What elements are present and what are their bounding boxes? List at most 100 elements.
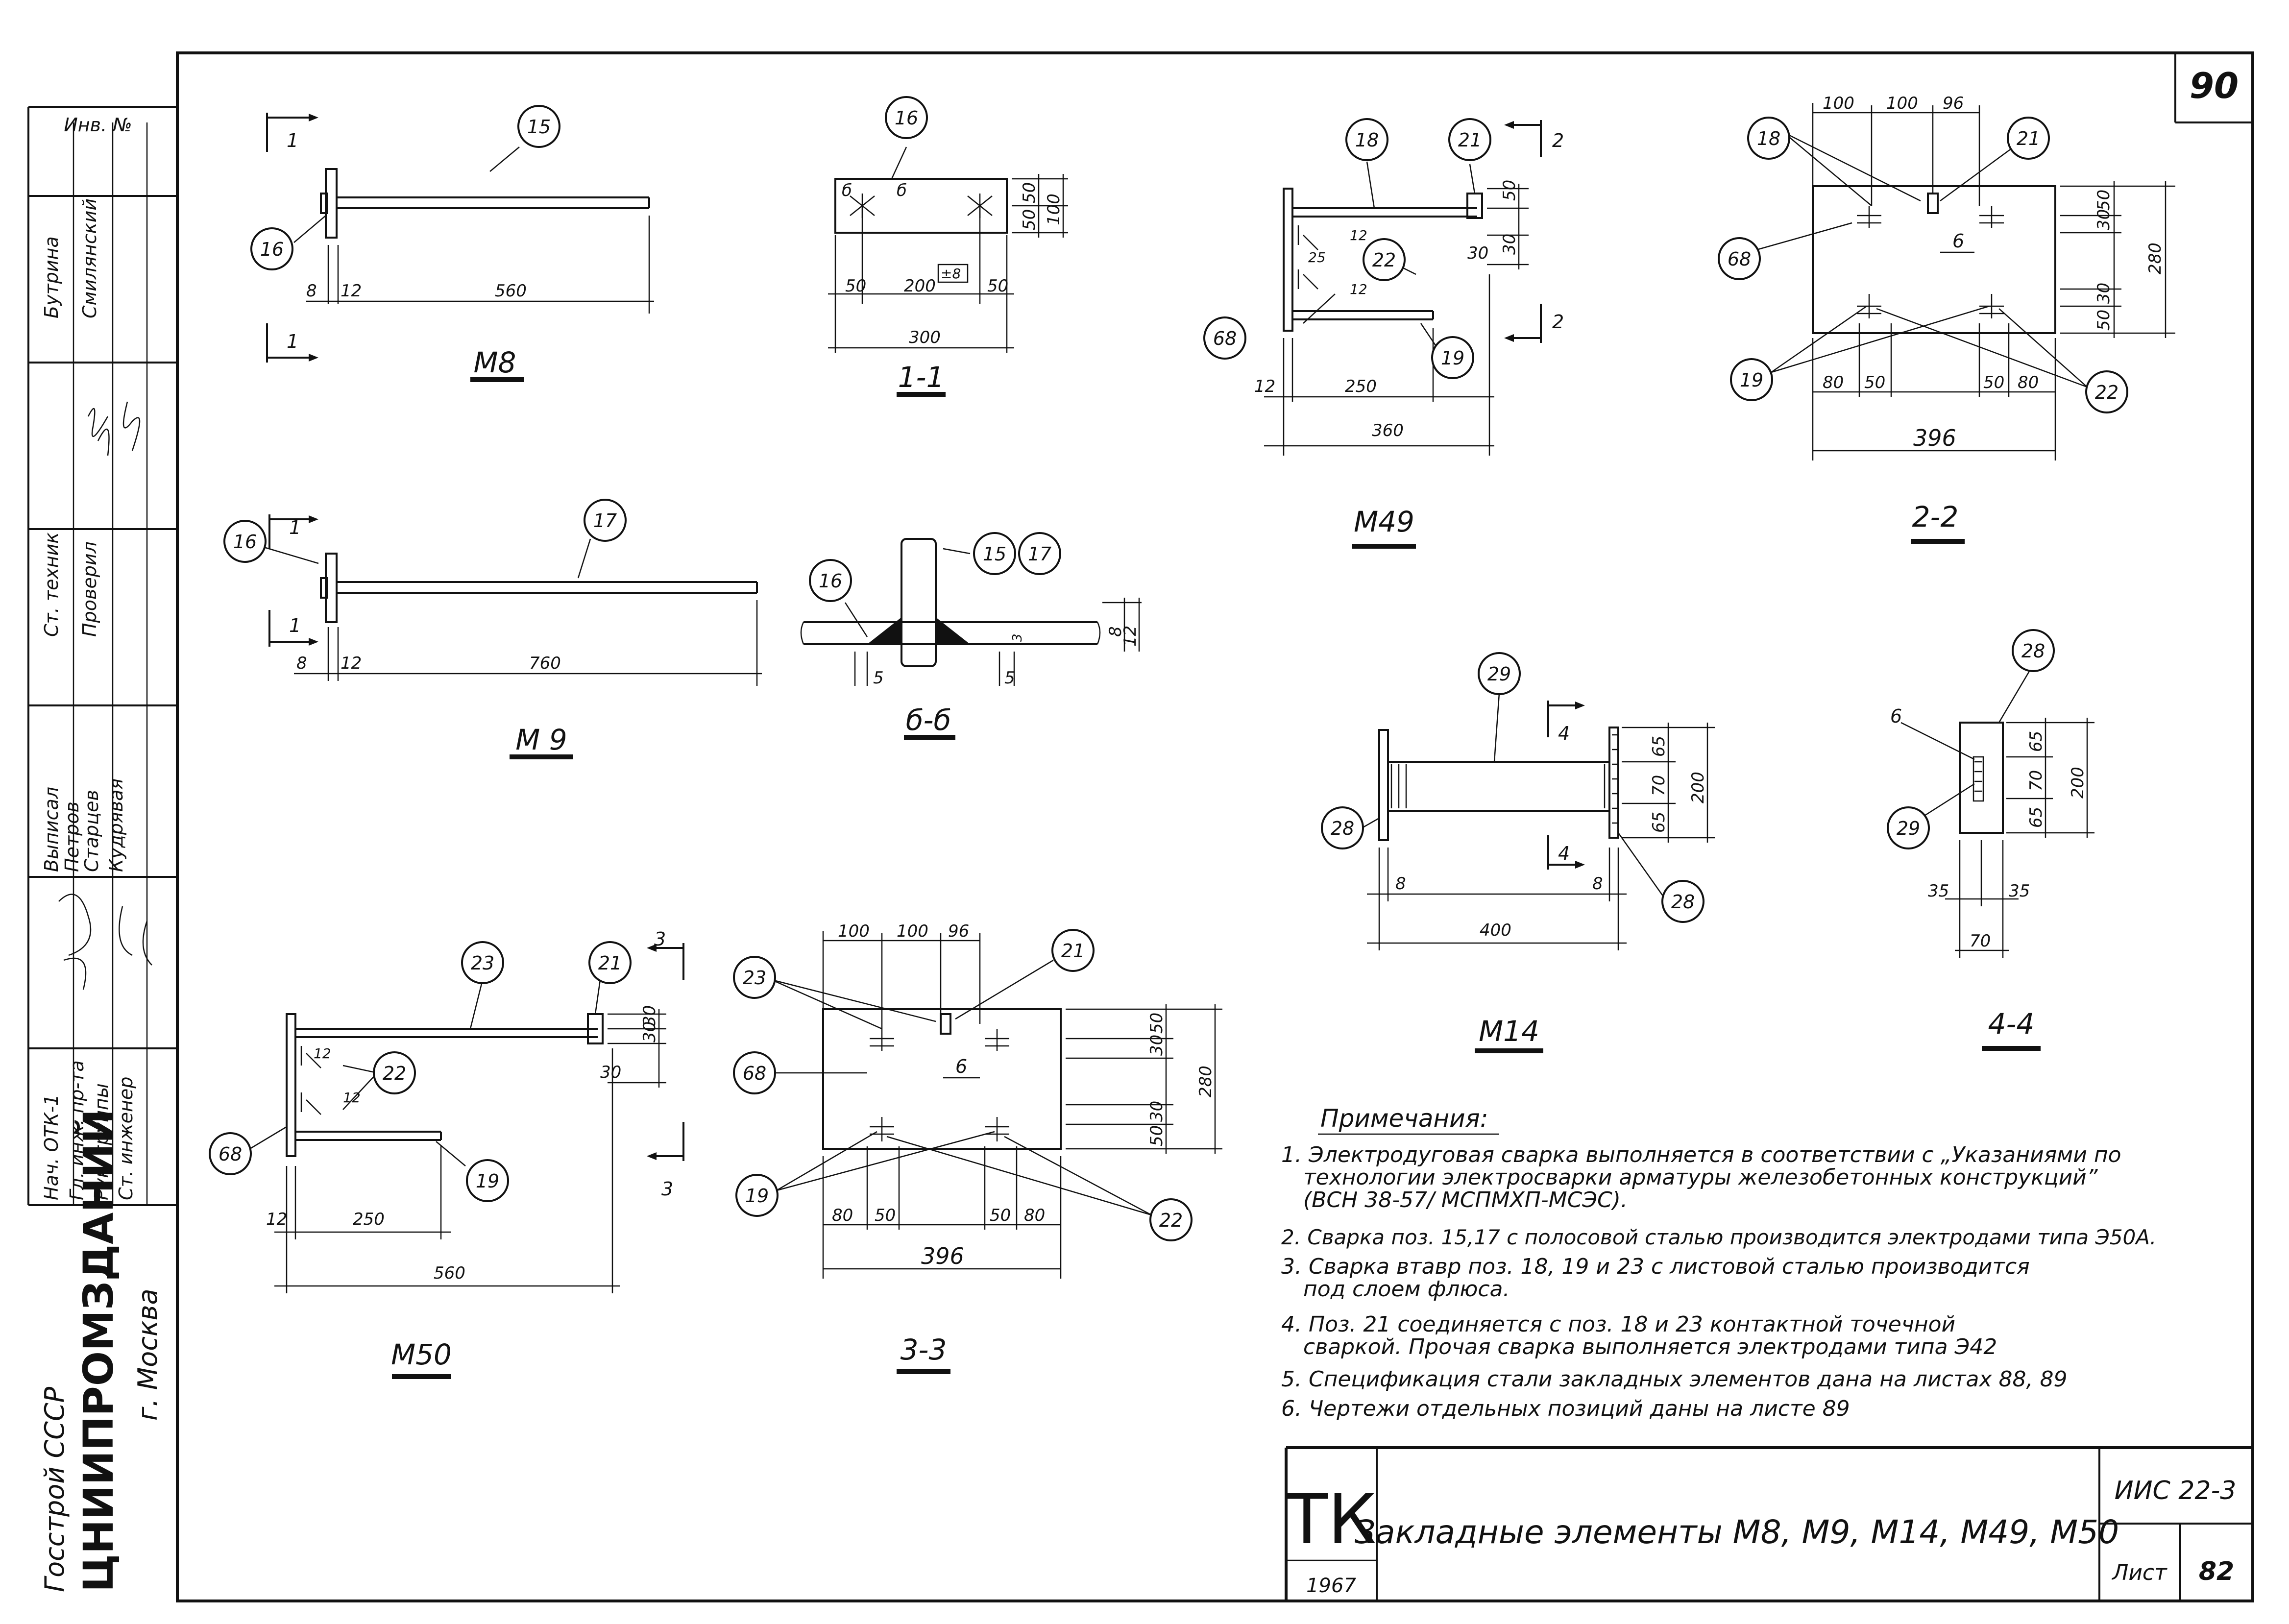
s11-weld-mark: ±8 — [941, 266, 961, 282]
org-city: г. Москва — [132, 1288, 163, 1421]
m50-bubble-22 — [373, 1051, 416, 1094]
s11-dim-50a: 50 — [845, 276, 866, 296]
s33-bubble-23 — [733, 956, 776, 999]
m50-dim-250: 250 — [353, 1210, 385, 1229]
m49-section-mark-bottom: 2 — [1552, 311, 1564, 333]
s33-dim-bot-2: 50 — [875, 1206, 896, 1225]
s11-sec-b-left: б — [842, 181, 852, 200]
tk-mark: ТК — [1286, 1480, 1377, 1560]
s33-dim-bot-1: 80 — [832, 1206, 853, 1225]
s22-dim-bot-2: 50 — [1864, 373, 1885, 392]
m9-dim-8: 8 — [296, 654, 307, 673]
stamp-name-4: Старцев — [81, 790, 102, 872]
s44-bubble-29-text: 29 — [1897, 818, 1920, 839]
s33-bubble-21-text: 21 — [1061, 940, 1085, 962]
m8-section-mark-top: 1 — [287, 130, 298, 151]
m49-bubble-18-text: 18 — [1355, 129, 1379, 151]
stamp-name-1: Бутрина — [41, 236, 62, 318]
s22-bubble-22-text: 22 — [2095, 382, 2119, 403]
s11-dim-50c: 50 — [1020, 182, 1039, 203]
m14-section-mark-top: 4 — [1558, 723, 1570, 744]
title-block: ТК 1967 Закладные элементы М8, М9, М14, … — [1285, 1446, 2253, 1601]
m8-bubble-15 — [517, 105, 560, 148]
s22-bubble-68-text: 68 — [1728, 248, 1751, 270]
section-2-2 — [1756, 103, 2175, 461]
s22-six: 6 — [1952, 230, 1964, 252]
m50-bubble-22-text: 22 — [383, 1063, 406, 1084]
m49-caption: М49 — [1354, 505, 1414, 538]
m49-dim-25: 25 — [1308, 249, 1326, 266]
m14-dim-200: 200 — [1688, 772, 1708, 803]
m50-dim-12c: 12 — [343, 1090, 361, 1106]
section-1-1 — [828, 146, 1068, 353]
m49-bubble-68-text: 68 — [1213, 328, 1237, 349]
m14-dim-400: 400 — [1480, 921, 1511, 940]
sbb-dim-5b: 5 — [1004, 668, 1015, 688]
s11-caption: 1-1 — [898, 361, 945, 394]
notes-block: Примечания: 1. Электродуговая сварка вып… — [1281, 1104, 2156, 1421]
sbb-dim-12: 12 — [1120, 626, 1140, 647]
sbb-caption: б-б — [906, 703, 951, 737]
m49-dim-250: 250 — [1345, 377, 1377, 396]
s33-bubble-22-text: 22 — [1159, 1210, 1183, 1231]
m50-dim-30c: 30 — [600, 1063, 621, 1082]
note-line-7: 4. Поз. 21 соединяется с поз. 18 и 23 ко… — [1281, 1312, 1955, 1337]
s33-dim-bot-3: 50 — [990, 1206, 1011, 1225]
s44-dim-65a: 65 — [2026, 731, 2046, 752]
stamp-role-6: Рук. группы — [91, 1083, 112, 1200]
s33-bubble-19 — [735, 1174, 779, 1217]
m49-bubble-22-text: 22 — [1372, 249, 1396, 271]
sheet-title: Закладные элементы М8, М9, М14, М49, М50 — [1355, 1513, 2119, 1551]
m14-drawing — [1362, 693, 1715, 950]
m14-bubble-28-left-text: 28 — [1331, 818, 1354, 839]
m49-bubble-21 — [1448, 118, 1491, 161]
m8-bubble-16-text: 16 — [260, 239, 284, 260]
year: 1967 — [1306, 1575, 1356, 1597]
m8-dim-560: 560 — [495, 281, 527, 301]
m49-drawing — [1264, 120, 1542, 456]
s22-dim-top-1: 100 — [1823, 94, 1854, 113]
left-stamp: Инв. № Бутрина Смилянский Ст. техник Про… — [27, 106, 177, 1592]
s44-dim-70: 70 — [2026, 770, 2046, 791]
s44-caption: 4-4 — [1988, 1007, 2035, 1041]
s44-bubble-28 — [2012, 629, 2055, 672]
m9-bubble-16-text: 16 — [233, 531, 257, 553]
s33-dim-height: 280 — [1196, 1066, 1216, 1097]
sbb-dim-5a: 5 — [873, 668, 884, 688]
note-line-10: 6. Чертежи отдельных позиций даны на лис… — [1281, 1396, 1850, 1421]
m50-dim-12: 12 — [266, 1210, 287, 1229]
m14-bubble-29 — [1478, 652, 1521, 695]
s33-dim-total: 396 — [921, 1243, 964, 1269]
note-line-4: 2. Сварка поз. 15,17 с полосовой сталью … — [1281, 1225, 2156, 1249]
m9-section-mark-top: 1 — [289, 517, 301, 538]
m14-bubble-29-text: 29 — [1487, 663, 1511, 685]
s33-dim-top-1: 100 — [838, 921, 870, 941]
s33-dim-right-3: 30 — [1147, 1101, 1167, 1122]
s22-dim-bot-4: 80 — [2018, 373, 2039, 392]
m9-bubble-16 — [223, 520, 267, 563]
signature-1 — [87, 401, 141, 456]
note-line-1: 1. Электродуговая сварка выполняется в с… — [1281, 1142, 2121, 1167]
stamp-role-4: Нач. ОТК-1 — [41, 1094, 62, 1200]
m50-bubble-68 — [209, 1132, 252, 1175]
m50-dim-30b: 30 — [640, 1021, 659, 1042]
m50-section-mark-top: 3 — [654, 928, 666, 950]
sbb-dim-8: 8 — [1106, 626, 1125, 637]
m14-bubble-28-right — [1661, 880, 1705, 923]
m14-dim-65a: 65 — [1649, 736, 1669, 757]
s22-caption: 2-2 — [1912, 500, 1959, 533]
stamp-name-2: Смилянский — [79, 198, 100, 318]
m14-section-mark-bottom: 4 — [1558, 843, 1570, 864]
stamp-role-2: Проверил — [79, 541, 100, 637]
m49-bubble-68 — [1203, 316, 1246, 360]
m50-bubble-68-text: 68 — [219, 1143, 242, 1165]
s11-dim-50d: 50 — [1020, 209, 1039, 230]
s33-bubble-19-text: 19 — [745, 1185, 769, 1207]
stamp-role-7: Ст. инженер — [115, 1077, 137, 1200]
m50-drawing — [249, 943, 684, 1293]
inv-label: Инв. № — [64, 114, 132, 136]
s22-dim-top-2: 100 — [1886, 94, 1918, 113]
m49-dim-12c: 12 — [1350, 281, 1367, 297]
s22-dim-bot-1: 80 — [1823, 373, 1844, 392]
